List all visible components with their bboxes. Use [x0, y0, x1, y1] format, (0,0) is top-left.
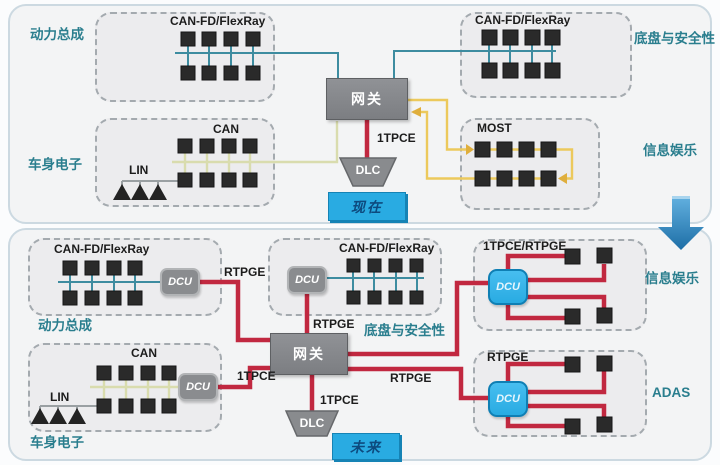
- tag-button-now[interactable]: 现在: [328, 192, 406, 221]
- tag-button-future[interactable]: 未来: [332, 433, 400, 460]
- bus-label-chassis-future: CAN-FD/FlexRay: [339, 241, 435, 255]
- bus-label-powertrain-now: CAN-FD/FlexRay: [170, 14, 266, 28]
- domain-label-infotainment-future: 信息娱乐: [645, 271, 699, 286]
- bus-label-lin-now: LIN: [129, 163, 149, 177]
- domain-label-powertrain-future: 动力总成: [38, 318, 92, 333]
- gateway-box-future: 网关: [270, 333, 348, 375]
- dcu-box-body: DCU: [178, 373, 218, 401]
- tag-button-now-label: 现在: [351, 198, 383, 215]
- dcu-box-adas: DCU: [488, 381, 528, 417]
- bus-label-powertrain-future: CAN-FD/FlexRay: [54, 242, 150, 256]
- dcu-box-powertrain: DCU: [160, 268, 200, 296]
- domain-label-chassis-future: 底盘与安全性: [364, 323, 445, 338]
- domain-label-body-now: 车身电子: [28, 157, 82, 172]
- gateway-label-now: 网关: [351, 91, 383, 107]
- link-label-powertrain-rtpge: RTPGE: [224, 265, 266, 279]
- dlc-label-now: DLC: [355, 163, 381, 177]
- now-body-box: [95, 118, 275, 207]
- domain-label-adas-future: ADAS: [652, 385, 691, 400]
- bus-label-infotainment-future: 1TPCE/RTPGE: [483, 239, 567, 253]
- bus-label-most-now: MOST: [477, 121, 512, 135]
- domain-label-body-future: 车身电子: [30, 435, 84, 450]
- dcu-label: DCU: [168, 276, 192, 288]
- dlc-label-future: DLC: [299, 416, 325, 430]
- link-label-body-1tpce: 1TPCE: [237, 369, 276, 383]
- bus-label-lin-future: LIN: [50, 390, 70, 404]
- bus-label-body-now: CAN: [213, 122, 239, 136]
- gateway-box-now: 网关: [326, 78, 408, 120]
- bus-label-chassis-now: CAN-FD/FlexRay: [475, 13, 571, 27]
- dcu-label: DCU: [496, 281, 520, 293]
- domain-label-chassis-now: 底盘与安全性: [634, 31, 715, 46]
- bus-label-body-future: CAN: [131, 346, 157, 360]
- domain-label-infotainment-now: 信息娱乐: [643, 143, 697, 158]
- domain-label-powertrain-now: 动力总成: [30, 27, 84, 42]
- dcu-label: DCU: [186, 381, 210, 393]
- dcu-box-infotainment: DCU: [488, 269, 528, 305]
- link-label-adas-rtpge: RTPGE: [390, 371, 432, 385]
- gateway-label-future: 网关: [293, 346, 325, 362]
- dcu-label: DCU: [295, 274, 319, 286]
- bus-label-adas-future: RTPGE: [487, 350, 529, 364]
- link-label-dlc-now: 1TPCE: [377, 131, 416, 145]
- link-label-dlc-future: 1TPCE: [320, 393, 359, 407]
- link-label-chassis-rtpge: RTPGE: [313, 317, 355, 331]
- tag-button-future-label: 未来: [350, 438, 382, 455]
- dcu-label: DCU: [496, 393, 520, 405]
- dcu-box-chassis: DCU: [287, 266, 327, 294]
